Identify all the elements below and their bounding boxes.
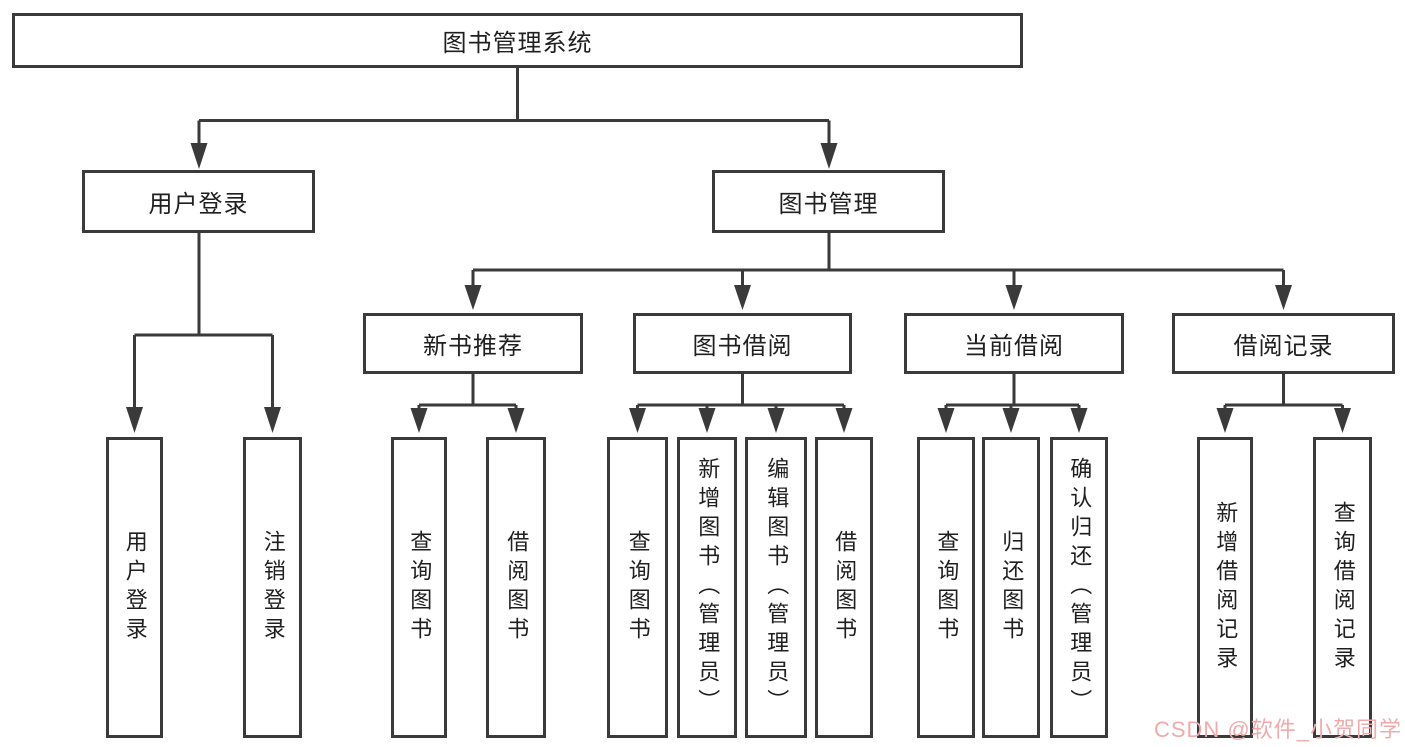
leaf-current-query-books: 查询图书	[917, 437, 975, 738]
leaf-borrow-books: 借阅图书	[815, 437, 873, 738]
node-user-login: 用户登录	[82, 170, 315, 233]
connector-current-borrow-children	[937, 374, 1088, 433]
node-new-book-recommend-label: 新书推荐	[423, 333, 523, 360]
leaf-return-books: 归还图书	[982, 437, 1040, 738]
leaf-add-borrow-record: 新增借阅记录	[1197, 437, 1253, 738]
connector-user-login-children	[126, 233, 281, 433]
node-book-borrow: 图书借阅	[633, 313, 852, 374]
node-book-borrow-label: 图书借阅	[692, 333, 793, 360]
node-book-management: 图书管理	[712, 170, 945, 233]
leaf-confirm-return-admin-label: 确认归还（管理员）	[1067, 457, 1093, 718]
leaf-edit-books-admin-label: 编辑图书（管理员）	[764, 457, 790, 718]
leaf-add-borrow-record-label: 新增借阅记录	[1213, 500, 1239, 675]
node-current-borrow: 当前借阅	[904, 313, 1124, 374]
leaf-borrow-books-label: 借阅图书	[832, 529, 858, 646]
leaf-borrow-query-books: 查询图书	[607, 437, 668, 738]
node-user-login-label: 用户登录	[148, 191, 249, 218]
node-root-system-label: 图书管理系统	[442, 30, 593, 57]
node-book-management-label: 图书管理	[778, 191, 879, 218]
leaf-recommend-query-books: 查询图书	[391, 437, 447, 738]
connector-borrow-records-children	[1216, 374, 1351, 433]
leaf-recommend-query-books-label: 查询图书	[407, 529, 433, 646]
leaf-add-books-admin: 新增图书（管理员）	[677, 437, 737, 738]
node-borrow-records-label: 借阅记录	[1233, 333, 1334, 360]
leaf-add-books-admin-label: 新增图书（管理员）	[695, 457, 721, 718]
connector-book-management-children	[464, 233, 1292, 310]
leaf-current-query-books-label: 查询图书	[934, 529, 960, 646]
leaf-query-borrow-record: 查询借阅记录	[1313, 437, 1372, 738]
connector-new-book-recommend-children	[410, 374, 525, 433]
csdn-watermark: CSDN @软件_小贺同学	[1153, 717, 1402, 742]
node-borrow-records: 借阅记录	[1172, 313, 1395, 374]
node-new-book-recommend: 新书推荐	[363, 313, 583, 374]
connector-root-to-level2	[190, 68, 838, 169]
leaf-logout: 注销登录	[243, 437, 302, 738]
leaf-edit-books-admin: 编辑图书（管理员）	[745, 437, 807, 738]
leaf-recommend-borrow-books-label: 借阅图书	[504, 529, 530, 646]
leaf-logout-label: 注销登录	[260, 529, 286, 646]
node-root-system: 图书管理系统	[12, 13, 1023, 68]
leaf-user-login: 用户登录	[106, 437, 163, 738]
leaf-borrow-query-books-label: 查询图书	[625, 529, 651, 646]
node-current-borrow-label: 当前借阅	[964, 333, 1064, 360]
leaf-return-books-label: 归还图书	[999, 529, 1025, 646]
leaf-user-login-label: 用户登录	[122, 529, 148, 646]
connector-book-borrow-children	[629, 374, 853, 433]
leaf-query-borrow-record-label: 查询借阅记录	[1330, 500, 1356, 675]
leaf-recommend-borrow-books: 借阅图书	[486, 437, 546, 738]
leaf-confirm-return-admin: 确认归还（管理员）	[1050, 437, 1108, 738]
